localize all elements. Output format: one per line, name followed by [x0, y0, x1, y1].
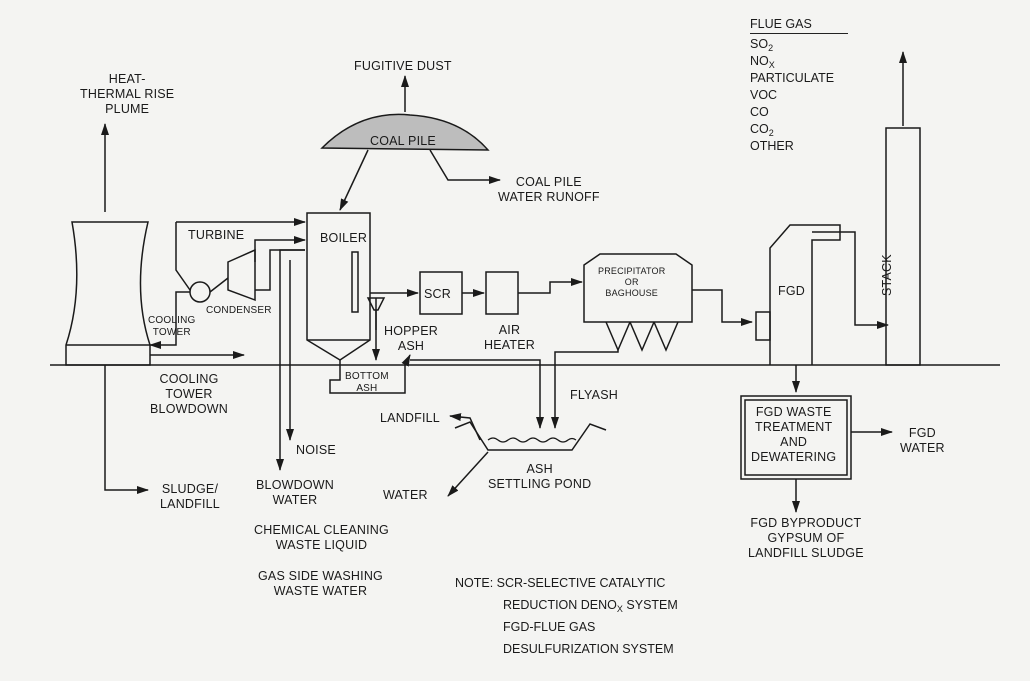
flue-gas-header: FLUE GAS [750, 16, 848, 34]
landfill-label: LANDFILL [380, 411, 440, 425]
noise-label: NOISE [296, 443, 336, 457]
note-line-2: REDUCTION DENOX SYSTEM [503, 598, 678, 614]
sludge-landfill-label: SLUDGE/LANDFILL [160, 482, 220, 511]
cooling-tower-shape [65, 221, 151, 366]
fgd-label: FGD [778, 284, 805, 298]
water-arrow [447, 451, 489, 497]
note-line-4: DESULFURIZATION SYSTEM [503, 642, 674, 656]
sludge-arrow [104, 365, 149, 494]
ash-pond-shape [454, 421, 607, 451]
boiler-label: BOILER [320, 231, 368, 245]
fgd-treatment-box [744, 399, 848, 476]
fgd-shape [769, 224, 841, 365]
water-label: WATER [383, 488, 428, 502]
flue-gas-list: FLUE GAS SO2 NOX PARTICULATE VOC CO CO2 … [750, 16, 848, 155]
flyash-label: FLYASH [570, 388, 618, 402]
turbine-shape [227, 248, 256, 302]
fugitive-dust-label: FUGITIVE DUST [354, 59, 452, 73]
boiler-shape [306, 212, 371, 361]
precipitator-shape [583, 253, 693, 323]
note-line-1: NOTE: SCR-SELECTIVE CATALYTIC [455, 576, 666, 590]
stack-label: STACK [880, 254, 894, 296]
flue-gas-item: NOX [750, 54, 775, 70]
note-line-3: FGD-FLUE GAS [503, 620, 596, 634]
coal-pile-shape [320, 113, 490, 151]
landfill-arrow [449, 413, 481, 441]
turbine-label: TURBINE [188, 228, 245, 242]
stack-shape [885, 127, 921, 366]
coal-runoff-arrow [429, 149, 501, 184]
flue-gas-item: CO2 [750, 122, 774, 138]
flue-gas-item: VOC [750, 88, 778, 102]
condenser-shape [189, 281, 211, 303]
air-heater-box [485, 271, 519, 315]
condenser-label: CONDENSER [206, 305, 272, 316]
flue-gas-item: OTHER [750, 139, 794, 153]
flue-gas-item: SO2 [750, 37, 774, 53]
flue-gas-item: CO [750, 105, 769, 119]
bottom-ash-arrow [329, 354, 411, 394]
blowdown-water-arrow [276, 249, 305, 471]
coal-to-boiler-arrow [339, 149, 369, 211]
scr-label: SCR [424, 287, 451, 301]
abbreviation-note: NOTE: SCR-SELECTIVE CATALYTIC REDUCTION … [455, 572, 678, 660]
coal-pile-label: COAL PILE [370, 134, 436, 148]
flue-gas-item: PARTICULATE [750, 71, 835, 85]
